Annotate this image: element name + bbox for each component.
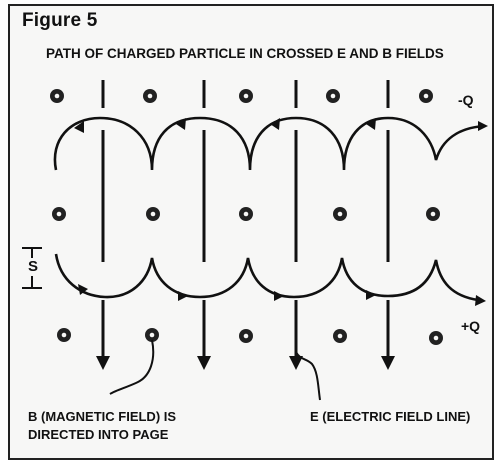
lower-particle-path <box>54 253 479 302</box>
b-field-dot <box>333 207 347 221</box>
spacing-bracket <box>22 247 42 289</box>
electric-field-lines <box>96 80 395 370</box>
b-field-dot <box>239 329 253 343</box>
b-field-dot <box>419 89 433 103</box>
b-field-dot <box>146 207 160 221</box>
e-field-line <box>289 80 303 370</box>
figure-frame <box>8 4 494 460</box>
lower-path-arrows <box>78 284 486 306</box>
figure-title: PATH OF CHARGED PARTICLE IN CROSSED E AN… <box>46 46 444 61</box>
b-field-dot <box>426 207 440 221</box>
b-field-dot <box>145 328 159 342</box>
magnetic-field-symbols <box>50 89 443 345</box>
spacing-label: S <box>28 258 39 275</box>
e-field-line <box>381 80 395 370</box>
b-field-dot <box>57 328 71 342</box>
magnetic-field-caption: B (MAGNETIC FIELD) IS DIRECTED INTO PAGE <box>28 409 177 442</box>
e-caption-pointer <box>295 351 321 401</box>
b-field-dot <box>239 89 253 103</box>
b-field-dot <box>326 89 340 103</box>
b-caption-pointer <box>109 339 155 395</box>
b-field-dot <box>333 329 347 343</box>
b-field-dot <box>143 89 157 103</box>
b-field-dot <box>239 207 253 221</box>
figure-label: Figure 5 <box>22 10 98 31</box>
positive-plate-label: +Q <box>461 318 481 334</box>
electric-field-caption: E (ELECTRIC FIELD LINE) <box>310 409 471 424</box>
negative-plate-label: -Q <box>458 92 474 108</box>
e-field-line <box>197 80 211 370</box>
b-field-dot <box>429 331 443 345</box>
b-field-dot <box>50 89 64 103</box>
upper-path-arrows <box>74 118 488 133</box>
b-field-dot <box>52 207 66 221</box>
e-field-line <box>96 80 110 370</box>
upper-particle-path <box>53 116 485 171</box>
